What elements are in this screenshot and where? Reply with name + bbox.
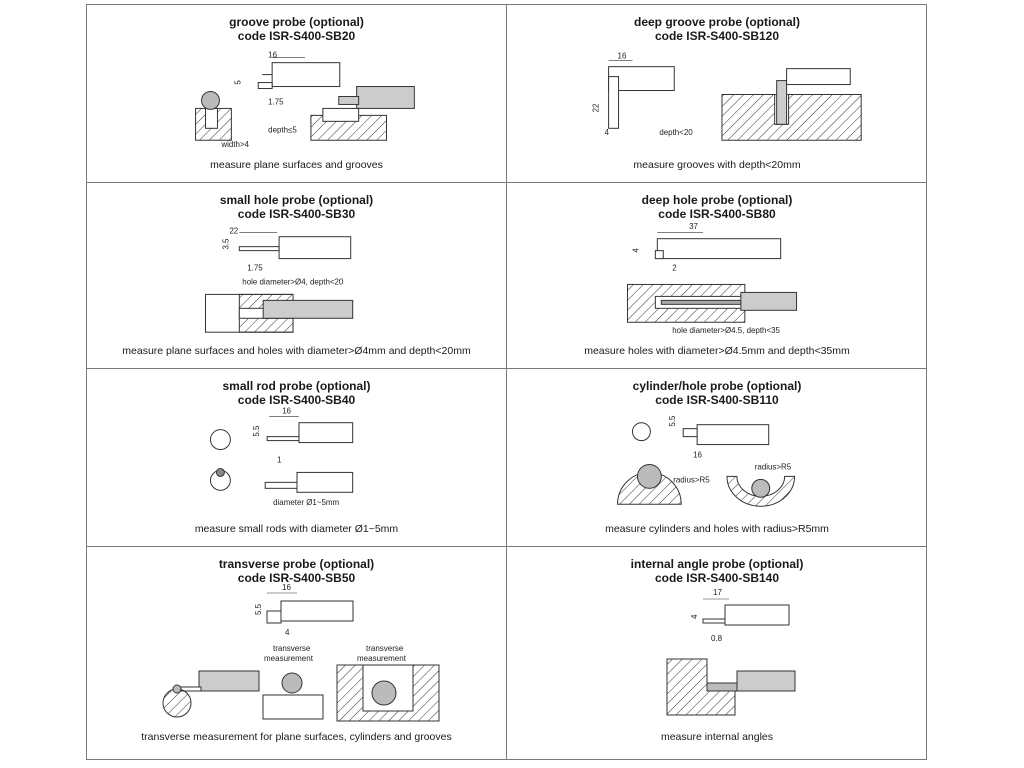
svg-text:17: 17: [713, 588, 722, 597]
svg-text:radius>R5: radius>R5: [673, 475, 710, 484]
small-hole-probe-drawing: 22 3.5 1.75 hole diameter>Ø4, depth<20: [204, 227, 354, 333]
probe-title: deep hole probe (optional)code ISR-S400-…: [641, 193, 793, 221]
svg-text:22: 22: [592, 103, 601, 112]
svg-text:diameter Ø1~5mm: diameter Ø1~5mm: [273, 498, 339, 507]
probe-sheet: groove probe (optional)code ISR-S400-SB2…: [86, 4, 927, 760]
svg-text:37: 37: [689, 222, 698, 231]
svg-text:hole diameter>Ø4, depth<20: hole diameter>Ø4, depth<20: [242, 277, 344, 286]
probe-title: small rod probe (optional)code ISR-S400-…: [222, 379, 371, 407]
groove-probe-drawing: 16 5 1.75 width>4 depth≤5: [195, 51, 415, 149]
probe-cell-small-rod: small rod probe (optional)code ISR-S400-…: [87, 369, 507, 547]
svg-text:measurement: measurement: [264, 654, 314, 663]
probe-cell-groove: groove probe (optional)code ISR-S400-SB2…: [87, 5, 507, 183]
probe-caption: measure plane surfaces and grooves: [210, 159, 383, 171]
svg-text:width>4: width>4: [220, 140, 249, 149]
svg-text:16: 16: [693, 451, 702, 460]
svg-text:1: 1: [277, 455, 282, 464]
svg-text:4: 4: [285, 628, 290, 637]
svg-text:depth≤5: depth≤5: [268, 125, 297, 134]
svg-text:5.5: 5.5: [252, 425, 261, 437]
internal-angle-probe-drawing: 17 4 0.8: [666, 588, 796, 716]
svg-text:16: 16: [282, 583, 291, 592]
svg-text:4: 4: [690, 614, 699, 619]
svg-text:depth<20: depth<20: [659, 128, 693, 137]
probe-title: small hole probe (optional)code ISR-S400…: [219, 193, 374, 221]
svg-text:5.5: 5.5: [254, 603, 263, 615]
probe-cell-deep-hole: deep hole probe (optional)code ISR-S400-…: [507, 183, 927, 369]
svg-text:1.75: 1.75: [268, 97, 284, 106]
svg-text:0.8: 0.8: [711, 634, 723, 643]
probe-title: cylinder/hole probe (optional)code ISR-S…: [632, 379, 802, 407]
svg-text:2: 2: [672, 264, 677, 273]
probe-caption: measure internal angles: [660, 731, 774, 743]
svg-text:16: 16: [268, 51, 277, 60]
probe-caption: measure small rods with diameter Ø1~5mm: [194, 523, 399, 535]
svg-text:radius>R5: radius>R5: [755, 462, 792, 471]
probe-title: deep groove probe (optional)code ISR-S40…: [633, 15, 800, 43]
svg-text:4: 4: [605, 128, 610, 137]
svg-text:4: 4: [631, 248, 640, 253]
svg-text:22: 22: [229, 227, 238, 236]
probe-cell-internal-angle: internal angle probe (optional)code ISR-…: [507, 547, 927, 759]
svg-text:3.5: 3.5: [221, 238, 230, 250]
deep-hole-probe-drawing: 37 4 2 hole diameter>Ø4.5, depth<35: [626, 222, 798, 335]
deep-groove-probe-drawing: 16 22 4 depth<20: [592, 52, 862, 141]
probe-title: transverse probe (optional)code ISR-S400…: [218, 557, 375, 585]
probe-cell-deep-groove: deep groove probe (optional)code ISR-S40…: [507, 5, 927, 183]
probe-cell-small-hole: small hole probe (optional)code ISR-S400…: [87, 183, 507, 369]
transverse-probe-drawing: 16 5.5 4 transverse measurement transver…: [162, 583, 440, 722]
probe-caption: measure holes with diameter>Ø4.5mm and d…: [584, 345, 850, 357]
probe-cell-transverse: transverse probe (optional)code ISR-S400…: [87, 547, 507, 759]
small-rod-probe-drawing: 16 5.5 1 diameter Ø1~5mm: [209, 407, 354, 507]
probe-caption: measure cylinders and holes with radius>…: [605, 523, 829, 535]
svg-text:hole diameter>Ø4.5, depth<35: hole diameter>Ø4.5, depth<35: [672, 326, 780, 335]
probe-caption: measure plane surfaces and holes with di…: [122, 345, 471, 357]
svg-text:measurement: measurement: [357, 654, 407, 663]
probe-caption: measure grooves with depth<20mm: [633, 159, 801, 171]
svg-text:transverse: transverse: [273, 644, 311, 653]
probe-cell-cylinder-hole: cylinder/hole probe (optional)code ISR-S…: [507, 369, 927, 547]
cylinder-hole-probe-drawing: 5.5 16 radius>R5 radius>R5: [617, 415, 796, 507]
svg-text:16: 16: [282, 407, 291, 416]
probe-title: internal angle probe (optional)code ISR-…: [630, 557, 804, 585]
probe-caption: transverse measurement for plane surface…: [141, 731, 452, 743]
svg-text:1.75: 1.75: [247, 264, 263, 273]
svg-text:16: 16: [618, 52, 627, 61]
probe-title: groove probe (optional)code ISR-S400-SB2…: [229, 15, 364, 43]
svg-text:transverse: transverse: [366, 644, 404, 653]
svg-text:5: 5: [233, 80, 242, 85]
svg-text:5.5: 5.5: [668, 415, 677, 427]
